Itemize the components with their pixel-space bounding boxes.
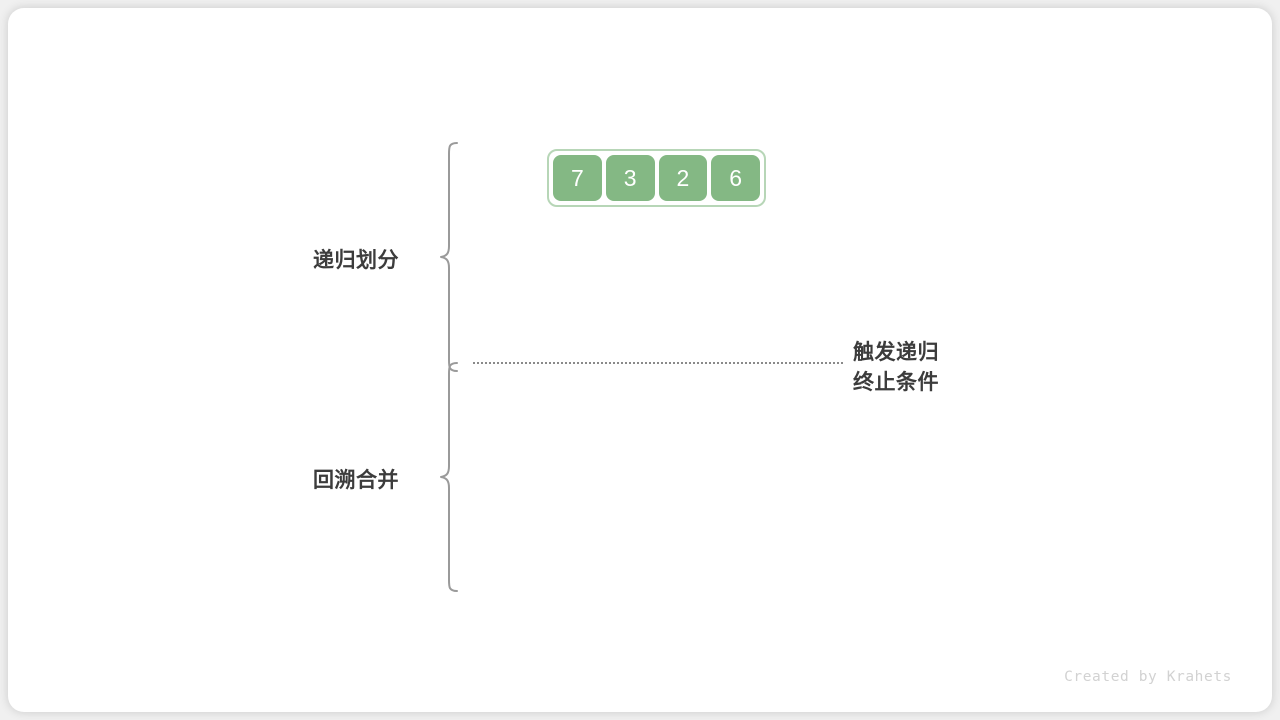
array-cell: 7: [553, 155, 602, 201]
array-cell: 2: [658, 155, 708, 201]
termination-condition-note: 触发递归 终止条件: [853, 338, 939, 398]
phase-label-recursive-division: 递归划分: [313, 249, 399, 272]
array-cell: 6: [711, 155, 760, 201]
brace-backtrack-merge: [433, 361, 463, 593]
watermark-credit: Created by Krahets: [1064, 669, 1232, 685]
phase-label-backtrack-merge: 回溯合并: [313, 469, 399, 492]
figure-card: 递归划分 回溯合并 7 3 2 6 触发递归 终止条件 Created by K…: [8, 8, 1272, 712]
array-container: 7 3 2 6: [547, 149, 766, 207]
brace-recursive-division: [433, 141, 463, 373]
note-line-2: 终止条件: [853, 371, 939, 394]
note-line-1: 触发递归: [853, 341, 939, 364]
recursion-boundary-divider: [473, 362, 843, 366]
array-cell: 3: [605, 155, 655, 201]
